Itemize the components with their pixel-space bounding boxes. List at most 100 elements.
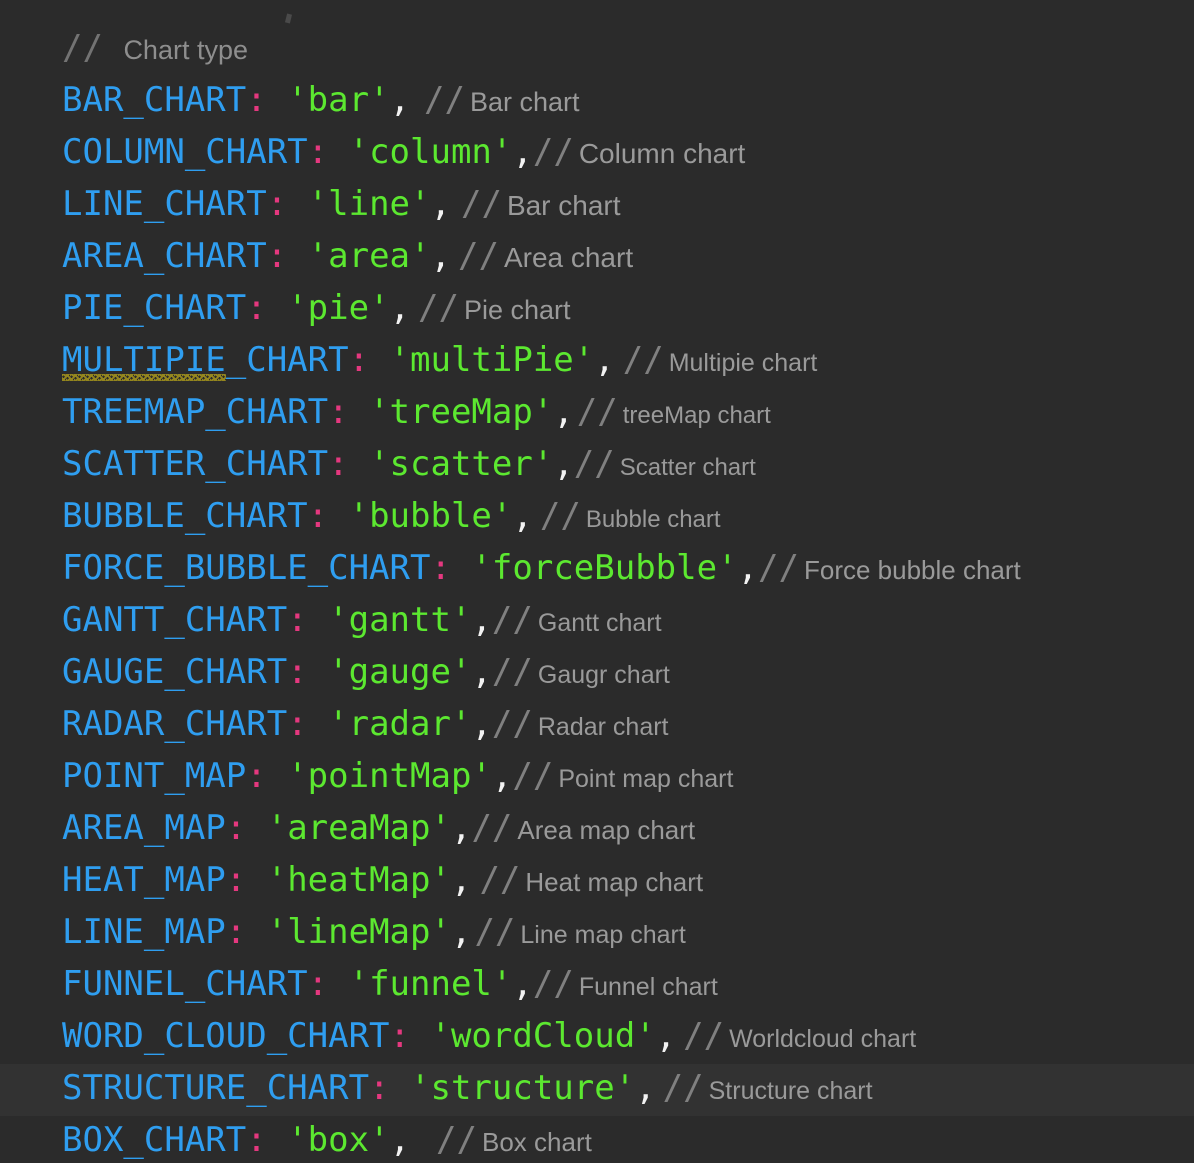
comma-punctuation: , <box>553 392 574 432</box>
string-value: 'bubble' <box>348 496 513 536</box>
string-value: 'pie' <box>287 288 390 328</box>
colon-punctuation: : <box>348 340 370 380</box>
code-line[interactable]: TREEMAP_CHART: 'treeMap', //treeMap char… <box>62 386 771 442</box>
comment-slashes: // <box>418 288 459 328</box>
code-line[interactable]: LINE_CHART: 'line', //Bar chart <box>62 178 621 232</box>
comment-slashes: // <box>62 28 103 68</box>
comma-punctuation: , <box>430 236 451 276</box>
comma-punctuation: , <box>450 860 472 900</box>
comment-slashes: // <box>532 132 574 172</box>
constant-name: BAR_CHART <box>62 80 247 120</box>
comment-text: Scatter chart <box>619 454 756 481</box>
string-value: 'column' <box>348 132 513 172</box>
comment-text: Area chart <box>503 242 634 273</box>
code-line[interactable]: GAUGE_CHART: 'gauge',//Gaugr chart <box>62 646 670 701</box>
code-line[interactable]: MULTIPIE_CHART: 'multiPie', //Multipie c… <box>62 334 817 389</box>
code-line[interactable]: BAR_CHART: 'bar', //Bar chart <box>62 74 580 128</box>
constant-name: PIE_CHART <box>62 288 247 328</box>
string-value: 'gantt' <box>328 600 472 640</box>
colon-punctuation: : <box>389 1016 410 1056</box>
comment-text: Pie chart <box>464 295 571 325</box>
string-value: 'gauge' <box>328 652 472 692</box>
code-line[interactable]: COLUMN_CHART: 'column',//Column chart <box>62 126 745 180</box>
code-line[interactable]: LINE_MAP: 'lineMap', //Line map chart <box>62 906 686 961</box>
colon-punctuation: : <box>307 496 329 536</box>
comment-slashes: // <box>479 860 521 900</box>
string-value: 'box' <box>287 1120 390 1160</box>
code-line[interactable]: RADAR_CHART: 'radar',//Radar chart <box>62 698 669 753</box>
constant-name: LINE_MAP <box>62 912 226 952</box>
string-value: 'scatter' <box>369 444 554 484</box>
code-line[interactable]: STRUCTURE_CHART: 'structure', //Structur… <box>62 1062 873 1117</box>
code-line[interactable]: SCATTER_CHART: 'scatter',//Scatter chart <box>62 438 756 494</box>
render-artifact <box>284 13 293 24</box>
comment-gap <box>451 178 461 230</box>
code-line[interactable]: FORCE_BUBBLE_CHART: 'forceBubble',//Forc… <box>62 542 1021 596</box>
code-line[interactable]: BOX_CHART: 'box', //Box chart <box>62 1114 592 1163</box>
comment-text: Bar chart <box>506 190 621 221</box>
comment-gap <box>410 1114 436 1163</box>
code-line[interactable]: HEAT_MAP: 'heatMap', //Heat map chart <box>62 854 703 908</box>
constant-name: GANTT_CHART <box>62 600 288 640</box>
colon-punctuation: : <box>225 912 247 952</box>
colon-punctuation: : <box>246 1120 267 1160</box>
colon-punctuation: : <box>287 652 308 692</box>
code-line[interactable]: POINT_MAP: 'pointMap',//Point map chart <box>62 750 733 805</box>
string-value: 'heatMap' <box>266 860 451 900</box>
constant-name: TREEMAP_CHART <box>62 392 329 432</box>
constant-name: BOX_CHART <box>62 1120 247 1160</box>
comment-text: Line map chart <box>520 921 686 949</box>
code-line[interactable]: PIE_CHART: 'pie', //Pie chart <box>62 282 571 336</box>
string-value: 'radar' <box>328 704 472 744</box>
comma-punctuation: , <box>389 80 411 120</box>
comma-punctuation: , <box>450 912 472 952</box>
code-line[interactable]: AREA_CHART: 'area', //Area chart <box>62 230 633 284</box>
comment-text: Funnel chart <box>578 973 718 1001</box>
comma-punctuation: , <box>471 652 492 692</box>
string-value: 'lineMap' <box>266 912 451 952</box>
colon-punctuation: : <box>246 80 267 120</box>
comment-text: Bubble chart <box>585 506 721 533</box>
code-line[interactable]: FUNNEL_CHART: 'funnel',//Funnel chart <box>62 958 718 1013</box>
comment-text: treeMap chart <box>622 402 771 429</box>
comment-text: Multipie chart <box>668 349 818 377</box>
comment-gap <box>410 74 424 126</box>
comma-punctuation: , <box>594 340 615 380</box>
comment-text: Gaugr chart <box>537 661 670 689</box>
code-line[interactable]: AREA_MAP: 'areaMap',//Area map chart <box>62 802 695 856</box>
colon-punctuation: : <box>266 184 288 224</box>
comma-punctuation: , <box>389 288 411 328</box>
comment-slashes: // <box>457 236 499 276</box>
comment-slashes: // <box>662 1068 704 1108</box>
constant-name: POINT_MAP <box>62 756 247 796</box>
comment-slashes: // <box>576 392 618 432</box>
comment-slashes: // <box>532 964 574 1004</box>
code-line[interactable]: WORD_CLOUD_CHART: 'wordCloud', //Worldcl… <box>62 1010 916 1065</box>
comment-text: Force bubble chart <box>803 555 1021 585</box>
comma-punctuation: , <box>471 704 492 744</box>
colon-punctuation: : <box>328 444 349 484</box>
code-line[interactable]: GANTT_CHART: 'gantt',//Gantt chart <box>62 594 662 649</box>
comment-text: Heat map chart <box>525 867 704 897</box>
comma-punctuation: , <box>512 964 533 1004</box>
colon-punctuation: : <box>246 756 267 796</box>
string-value: 'areaMap' <box>266 808 451 848</box>
comment-gap <box>533 490 540 542</box>
string-value: 'multiPie' <box>389 340 595 380</box>
string-value: 'funnel' <box>348 964 513 1004</box>
code-line[interactable]: BUBBLE_CHART: 'bubble', //Bubble chart <box>62 490 721 546</box>
colon-punctuation: : <box>225 808 247 848</box>
comment-text: Area map chart <box>517 815 696 845</box>
colon-punctuation: : <box>287 704 308 744</box>
comment-gap <box>451 230 458 282</box>
comma-punctuation: , <box>655 1016 677 1056</box>
string-value: 'pointMap' <box>287 756 492 796</box>
string-value: 'treeMap' <box>369 392 554 432</box>
comment-text: Box chart <box>482 1127 592 1157</box>
constant-name: SCATTER_CHART <box>62 444 329 484</box>
comment-text: Structure chart <box>708 1077 873 1105</box>
comment-text: Point map chart <box>558 765 734 793</box>
comment-slashes: // <box>471 808 513 848</box>
string-value: 'line' <box>307 184 431 224</box>
